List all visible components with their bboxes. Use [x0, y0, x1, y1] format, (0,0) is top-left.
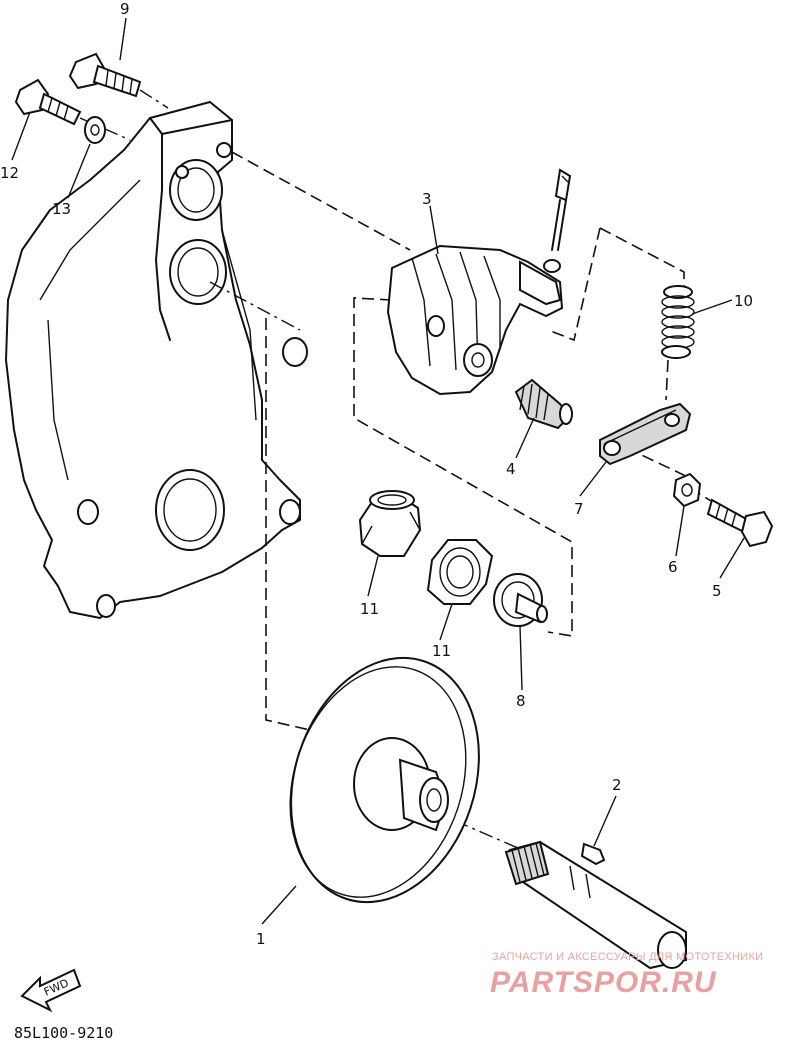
woodruff-key-2	[580, 842, 606, 866]
cable-end	[543, 168, 572, 273]
part-label-6: 6	[668, 558, 678, 576]
leader-lines	[11, 17, 745, 925]
part-label-8: 8	[516, 692, 526, 710]
bolt-5	[706, 498, 774, 548]
bolt-12	[14, 78, 82, 126]
part-label-1: 1	[256, 930, 266, 948]
part-label-3: 3	[422, 190, 432, 208]
part-label-2: 2	[612, 776, 622, 794]
watermark-tagline: ЗАПЧАСТИ И АКСЕССУАРЫ ДЛЯ МОТОТЕХНИКИ	[492, 951, 763, 963]
part-label-5: 5	[712, 582, 722, 600]
part-label-11-upper: 11	[360, 600, 379, 618]
washer-13	[84, 116, 106, 144]
bolt-9	[68, 52, 142, 98]
lever-bracket-3	[386, 244, 564, 396]
nut-6	[672, 472, 702, 508]
watermark-brand: PARTSPOR.RU	[490, 966, 717, 999]
drawing-code: 85L100-9210	[14, 1024, 113, 1042]
bushing-11-lower	[426, 539, 494, 605]
bushing-11-upper	[358, 490, 422, 557]
forward-direction-arrow: FWD	[20, 968, 82, 1013]
part-label-13: 13	[52, 200, 71, 218]
spring-10	[661, 285, 695, 359]
watermark: ЗАПЧАСТИ И АКСЕССУАРЫ ДЛЯ МОТОТЕХНИКИ PA…	[490, 951, 763, 999]
part-label-4: 4	[506, 460, 516, 478]
part-label-9: 9	[120, 0, 130, 18]
pin-4	[514, 378, 573, 430]
part-number-labels: 9 12 13 3 10 4 7 6 5 11 11 8 2 1	[0, 0, 753, 948]
housing-cover	[5, 101, 308, 619]
link-plate-7	[599, 402, 692, 466]
flanged-pin-8	[493, 573, 548, 627]
part-label-12: 12	[0, 164, 19, 182]
part-label-10: 10	[734, 292, 753, 310]
sheave-1	[289, 656, 480, 904]
splined-shaft	[504, 840, 687, 970]
part-label-7: 7	[574, 500, 584, 518]
part-label-11-lower: 11	[432, 642, 451, 660]
